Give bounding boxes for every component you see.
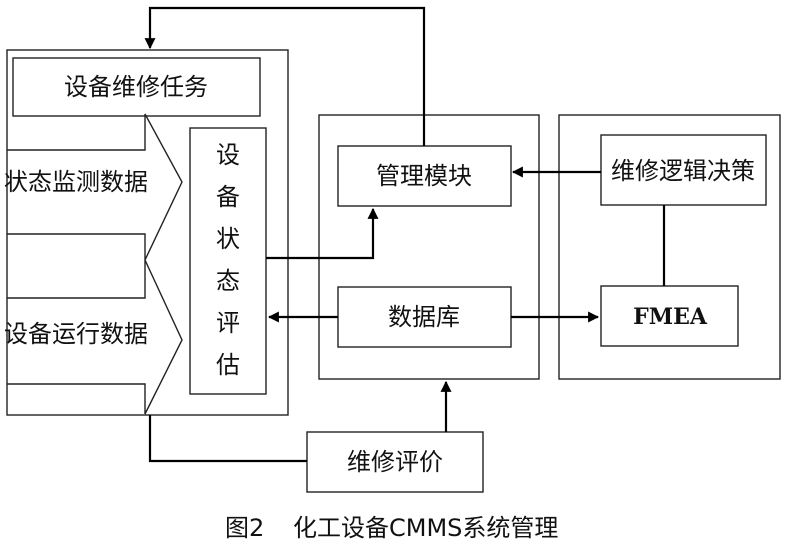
operation-data-label: 设备运行数据 xyxy=(4,320,148,348)
decision-box xyxy=(600,134,767,206)
fmea-label: FMEA xyxy=(633,304,708,330)
right-group-container xyxy=(558,114,781,380)
assessment-char: 评 xyxy=(216,309,240,337)
assessment-box xyxy=(189,127,267,395)
evaluation-to-left-connector xyxy=(148,415,307,463)
fmea-box xyxy=(600,285,739,347)
assessment-char: 备 xyxy=(216,183,240,211)
assessment-char: 态 xyxy=(216,267,240,295)
assessment-label: 设 备 状 态 评 估 xyxy=(216,141,240,379)
left-group-container xyxy=(6,49,289,416)
caption-number: 图2 xyxy=(225,514,264,542)
assessment-char: 状 xyxy=(216,225,240,253)
management-module-label: 管理模块 xyxy=(376,162,472,190)
caption-title: 化工设备CMMS系统管理 xyxy=(293,514,558,542)
assessment-to-management-arrow xyxy=(266,207,379,260)
condition-data-arrow xyxy=(7,113,183,261)
task-box xyxy=(12,57,261,117)
condition-data-label: 状态监测数据 xyxy=(4,168,148,196)
assessment-char: 估 xyxy=(216,351,240,379)
assessment-char: 设 xyxy=(216,141,240,169)
database-label: 数据库 xyxy=(388,303,460,331)
operation-data-arrow xyxy=(7,259,183,415)
evaluation-label: 维修评价 xyxy=(347,448,443,476)
decision-label: 维修逻辑决策 xyxy=(611,157,755,185)
management-to-left-group-arrow xyxy=(144,6,426,146)
task-box-label: 设备维修任务 xyxy=(64,73,208,101)
middle-group-container xyxy=(318,114,540,380)
